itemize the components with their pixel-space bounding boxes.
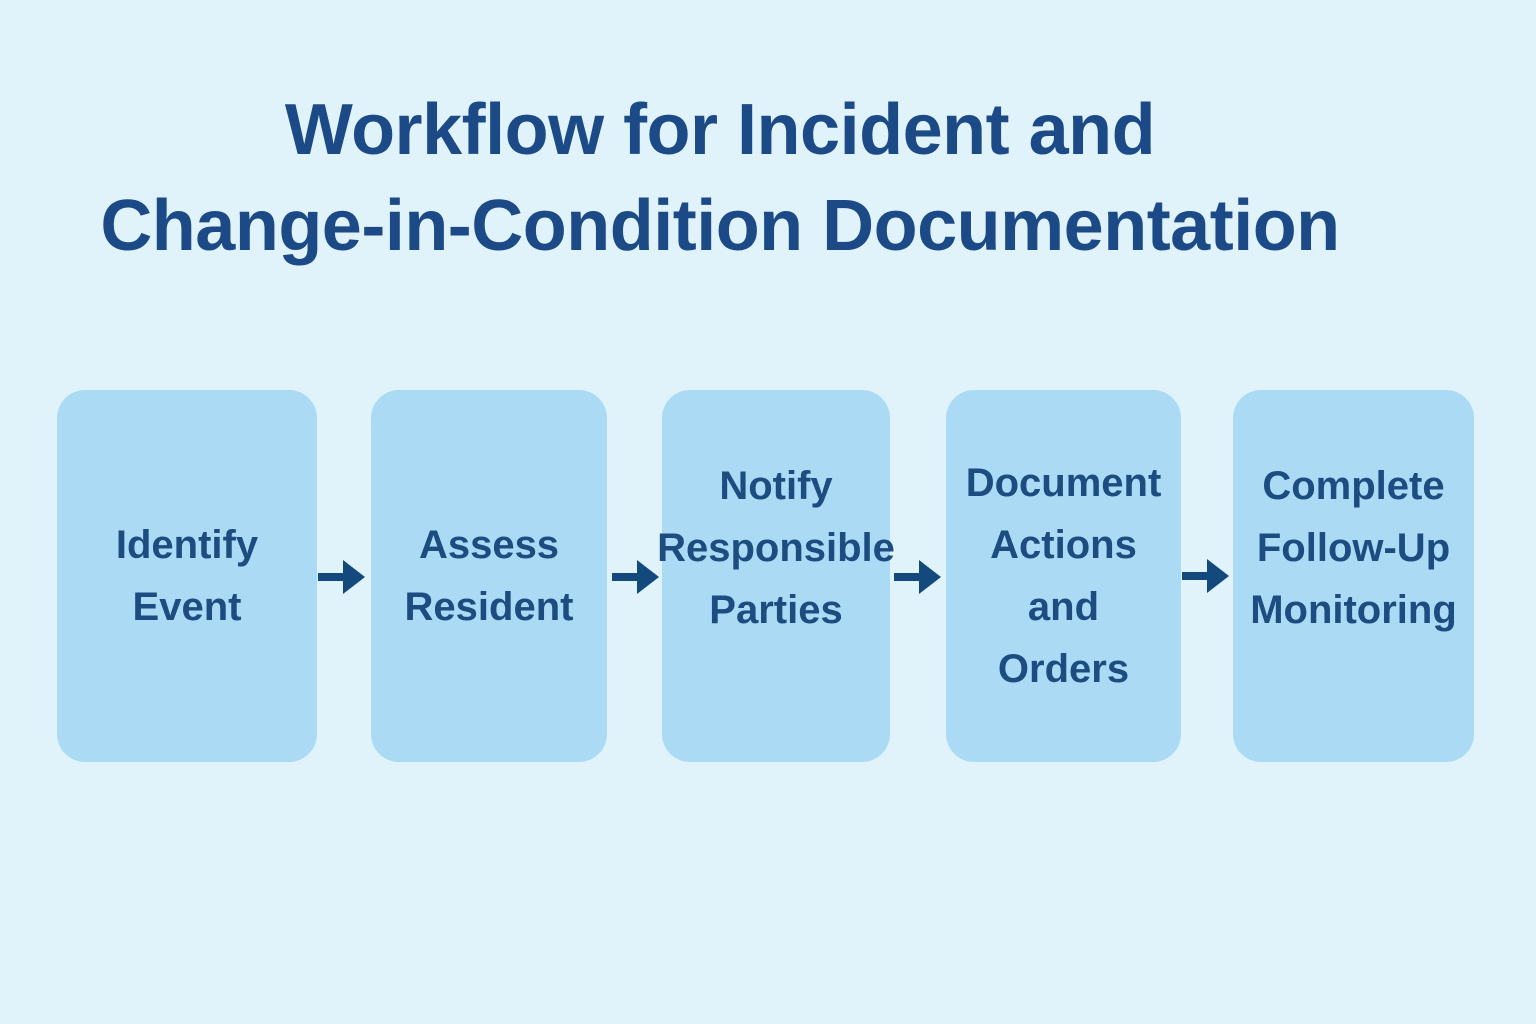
arrow-right-icon xyxy=(318,555,366,599)
step-box-notify-responsible-parties: Notify Responsible Parties xyxy=(657,390,895,762)
arrow-right-icon xyxy=(1182,554,1230,598)
step-label: Complete Follow-Up Monitoring xyxy=(1250,464,1457,632)
step-label: Assess Resident xyxy=(404,523,574,629)
diagram-title: Workflow for Incident and Change-in-Cond… xyxy=(100,90,1340,266)
step-box-complete-follow-up-monitoring: Complete Follow-Up Monitoring xyxy=(1233,390,1474,762)
arrow-right-icon xyxy=(612,555,660,599)
step-box-document-actions-orders: Document Actions and Orders xyxy=(946,390,1181,762)
step-label: Identify Event xyxy=(115,523,259,629)
step-box-identify-event: Identify Event xyxy=(57,390,317,762)
step-label: Document Actions and Orders xyxy=(965,461,1162,691)
arrow-right-icon xyxy=(894,555,942,599)
step-box-assess-resident: Assess Resident xyxy=(371,390,607,762)
step-label: Notify Responsible Parties xyxy=(657,464,895,632)
